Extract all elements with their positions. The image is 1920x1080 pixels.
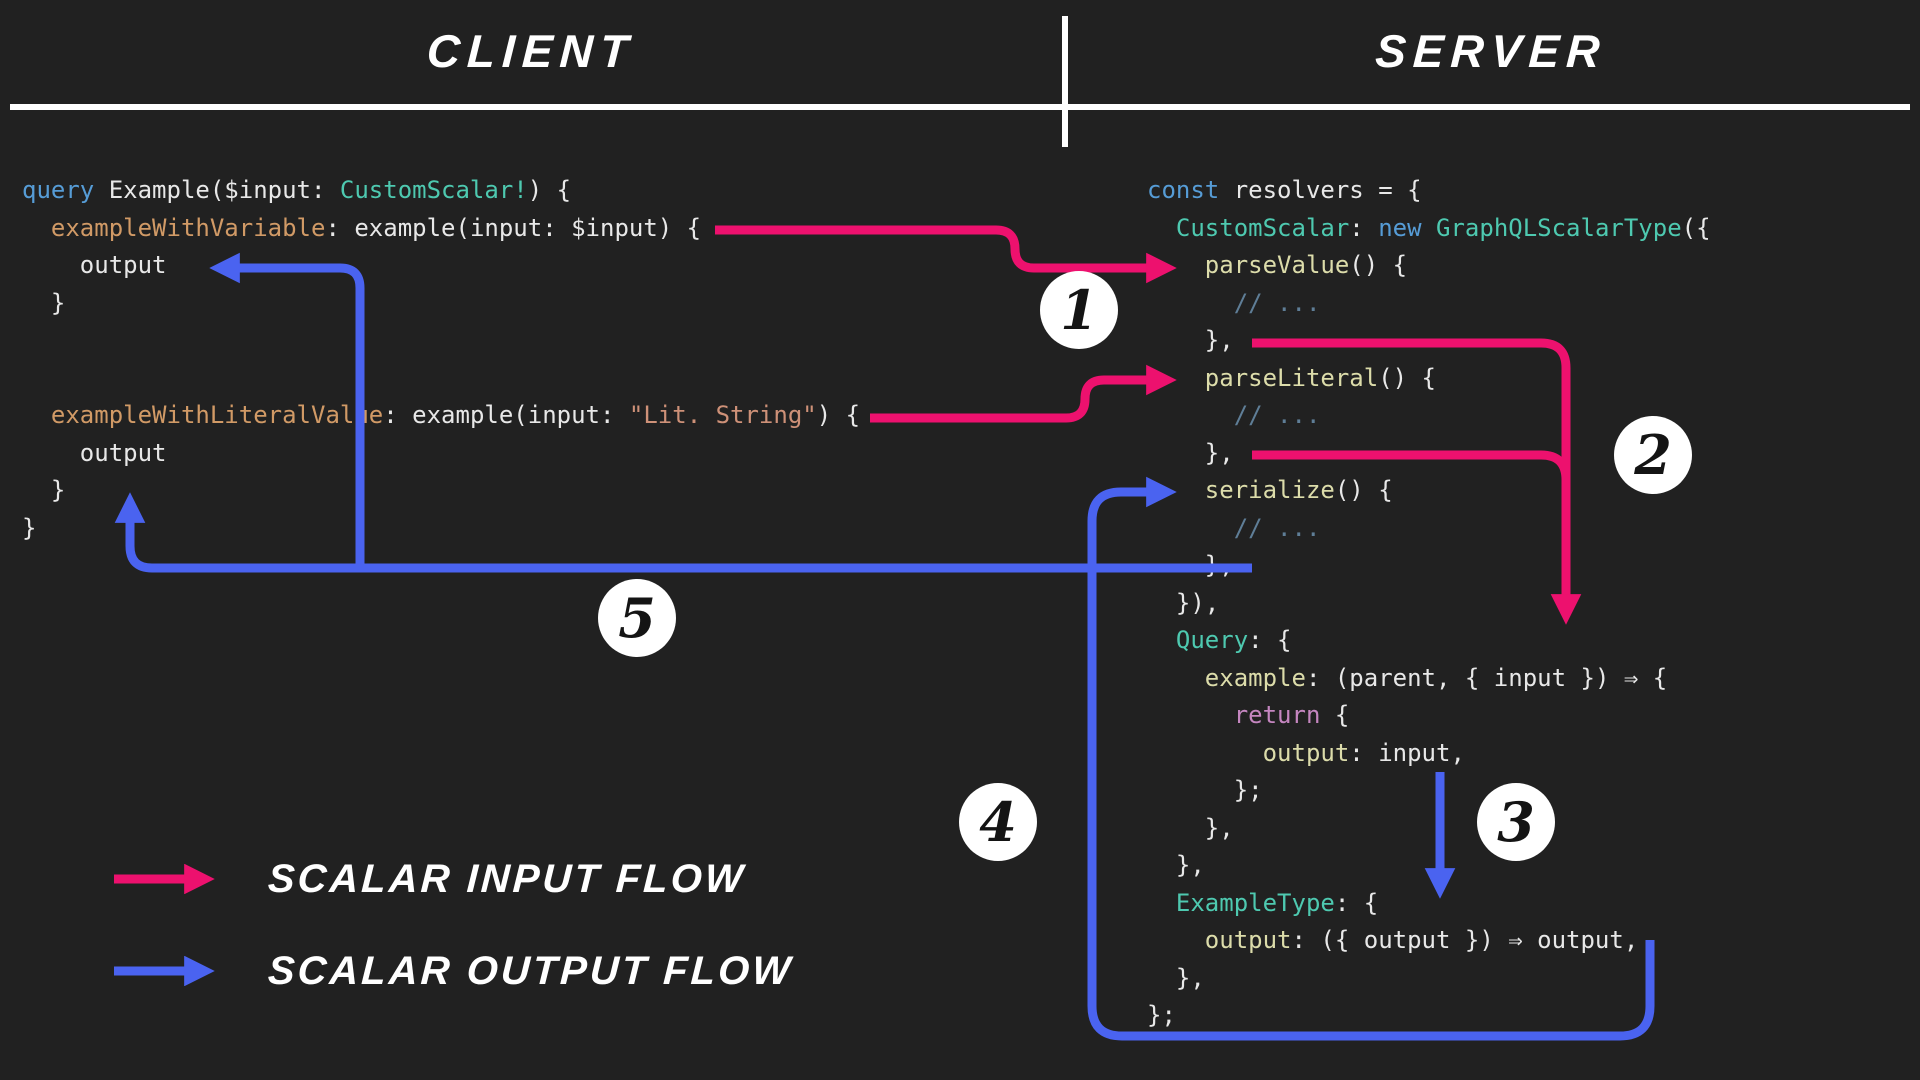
code-line: }: [22, 513, 37, 542]
code-line: },: [1147, 326, 1234, 354]
code-line: CustomScalar: new GraphQLScalarType({: [1175, 213, 1711, 242]
code-line: exampleWithLiteralValue: example(input: …: [50, 401, 861, 429]
code-line: }: [22, 476, 66, 504]
code-line: example: (parent, { input }) ⇒ {: [1204, 663, 1668, 692]
column-divider: [1062, 16, 1068, 147]
code-line: },: [1147, 438, 1234, 467]
step-badge-1: 1: [1040, 271, 1118, 349]
code-line: const resolvers = {: [1147, 176, 1422, 204]
client-column-title: CLIENT: [425, 25, 637, 77]
code-line: [22, 322, 860, 360]
legend-output-flow: SCALAR OUTPUT FLOW: [108, 943, 795, 999]
code-line: [22, 360, 860, 398]
legend-input-flow-label: SCALAR INPUT FLOW: [266, 856, 747, 901]
code-line: exampleWithVariable: example(input: $inp…: [50, 213, 702, 242]
code-line: },: [1147, 813, 1234, 842]
server-resolvers-code: const resolvers = { CustomScalar: new Gr…: [1147, 172, 1711, 1035]
code-line: }: [22, 288, 66, 317]
code-line: };: [1147, 776, 1263, 804]
legend-output-flow-label: SCALAR OUTPUT FLOW: [266, 948, 795, 993]
client-graphql-query-code: query Example($input: CustomScalar!) { e…: [22, 172, 860, 547]
code-line: output: [22, 438, 167, 467]
input-flow-arrow-literal-to-parseliteral: [870, 364, 1177, 423]
code-line: };: [1147, 1001, 1176, 1029]
code-line: parseLiteral() {: [1204, 363, 1436, 392]
code-line: },: [1147, 851, 1205, 879]
code-line: query Example($input: CustomScalar!) {: [22, 176, 572, 204]
code-line: },: [1147, 551, 1234, 579]
code-line: // ...: [1233, 288, 1321, 317]
code-line: parseValue() {: [1204, 251, 1408, 279]
legend-input-flow: SCALAR INPUT FLOW: [108, 851, 747, 907]
step-badge-4: 4: [959, 783, 1037, 861]
header-underline: [10, 104, 1910, 110]
code-line: }),: [1147, 588, 1220, 617]
code-line: Query: {: [1175, 626, 1292, 654]
code-line: },: [1147, 963, 1205, 992]
code-line: output: ({ output }) ⇒ output,: [1204, 926, 1639, 954]
step-badge-5: 5: [598, 579, 676, 657]
server-column-title: SERVER: [1374, 25, 1608, 77]
step-badge-2: 2: [1614, 416, 1692, 494]
step-badge-3: 3: [1477, 783, 1555, 861]
input-flow-arrow-icon: [114, 864, 215, 894]
output-flow-arrow-icon: [114, 956, 215, 986]
code-line: output: [22, 251, 167, 279]
code-line: return {: [1233, 701, 1350, 729]
code-line: output: input,: [1262, 738, 1465, 767]
code-line: ExampleType: {: [1175, 888, 1379, 917]
code-line: // ...: [1233, 513, 1321, 542]
